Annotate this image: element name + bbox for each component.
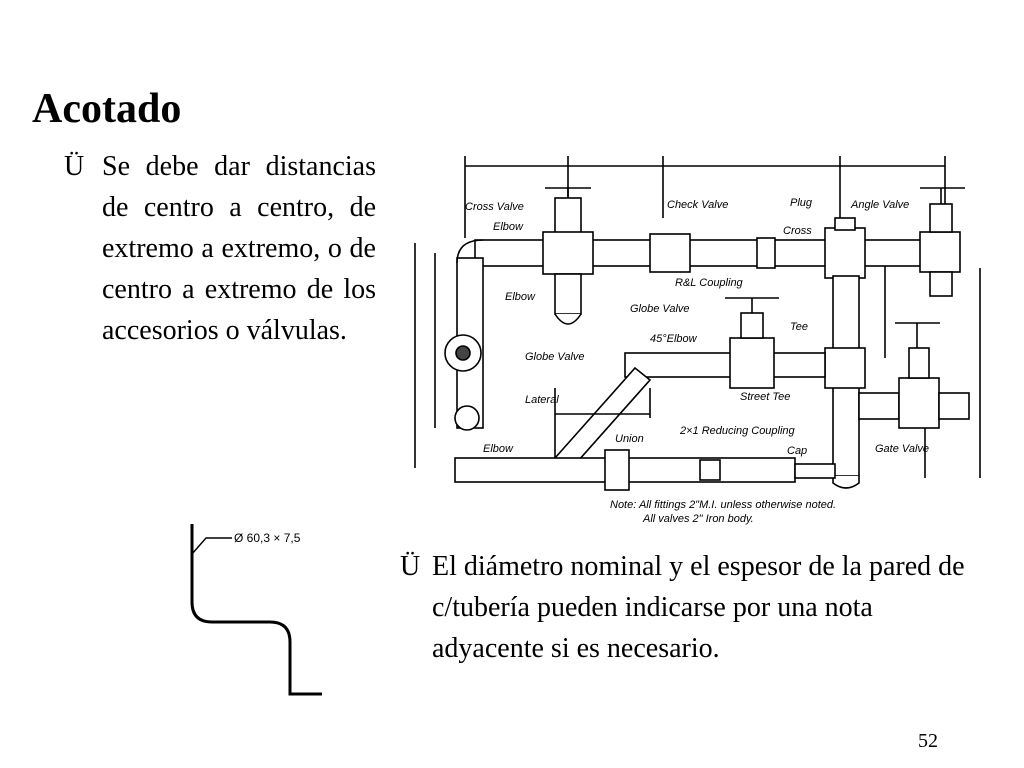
label-elbow-bottom: Elbow [483, 443, 514, 455]
label-elbow-mid: Elbow [505, 291, 536, 303]
label-tee: Tee [790, 321, 808, 333]
label-gate-valve: Gate Valve [875, 443, 929, 455]
bullet-centers: Ü Se debe dar distancias de centro a cen… [64, 146, 376, 351]
label-lateral: Lateral [525, 394, 559, 406]
label-elbow-top: Elbow [493, 221, 524, 233]
bullet-text-centers: Se debe dar distancias de centro a centr… [102, 151, 376, 346]
piping-diagram: Cross Valve Elbow Check Valve Plug Angle… [414, 156, 981, 525]
check-bullet-icon: Ü [64, 151, 85, 182]
note-line-1: Note: All fittings 2"M.I. unless otherwi… [610, 499, 836, 511]
pipe-section-drawing: Ø 60,3 × 7,5 [190, 524, 322, 696]
label-angle-valve: Angle Valve [850, 199, 909, 211]
bullet-nominal-diameter: Ü El diámetro nominal y el espesor de la… [400, 546, 980, 669]
label-globe-valve-top: Globe Valve [630, 303, 690, 315]
label-street-tee: Street Tee [740, 391, 790, 403]
label-plug: Plug [790, 197, 813, 209]
label-union: Union [615, 433, 644, 445]
label-rl-coupling: R&L Coupling [675, 277, 744, 289]
check-bullet-icon: Ü [400, 551, 421, 582]
slide-title: Acotado [32, 86, 182, 132]
label-globe-valve-left: Globe Valve [525, 351, 585, 363]
label-reducing-coupling: 2×1 Reducing Coupling [679, 425, 796, 437]
label-cap: Cap [787, 445, 807, 457]
bullet-text-nominal-diameter: El diámetro nominal y el espesor de la p… [432, 551, 965, 664]
label-cross-valve: Cross Valve [465, 201, 524, 213]
label-cross: Cross [783, 225, 812, 237]
page-number: 52 [918, 730, 938, 752]
label-45-elbow: 45°Elbow [650, 333, 698, 345]
pipe-dimension-label: Ø 60,3 × 7,5 [234, 531, 301, 545]
note-line-2: All valves 2" Iron body. [642, 513, 754, 525]
label-check-valve: Check Valve [667, 199, 728, 211]
